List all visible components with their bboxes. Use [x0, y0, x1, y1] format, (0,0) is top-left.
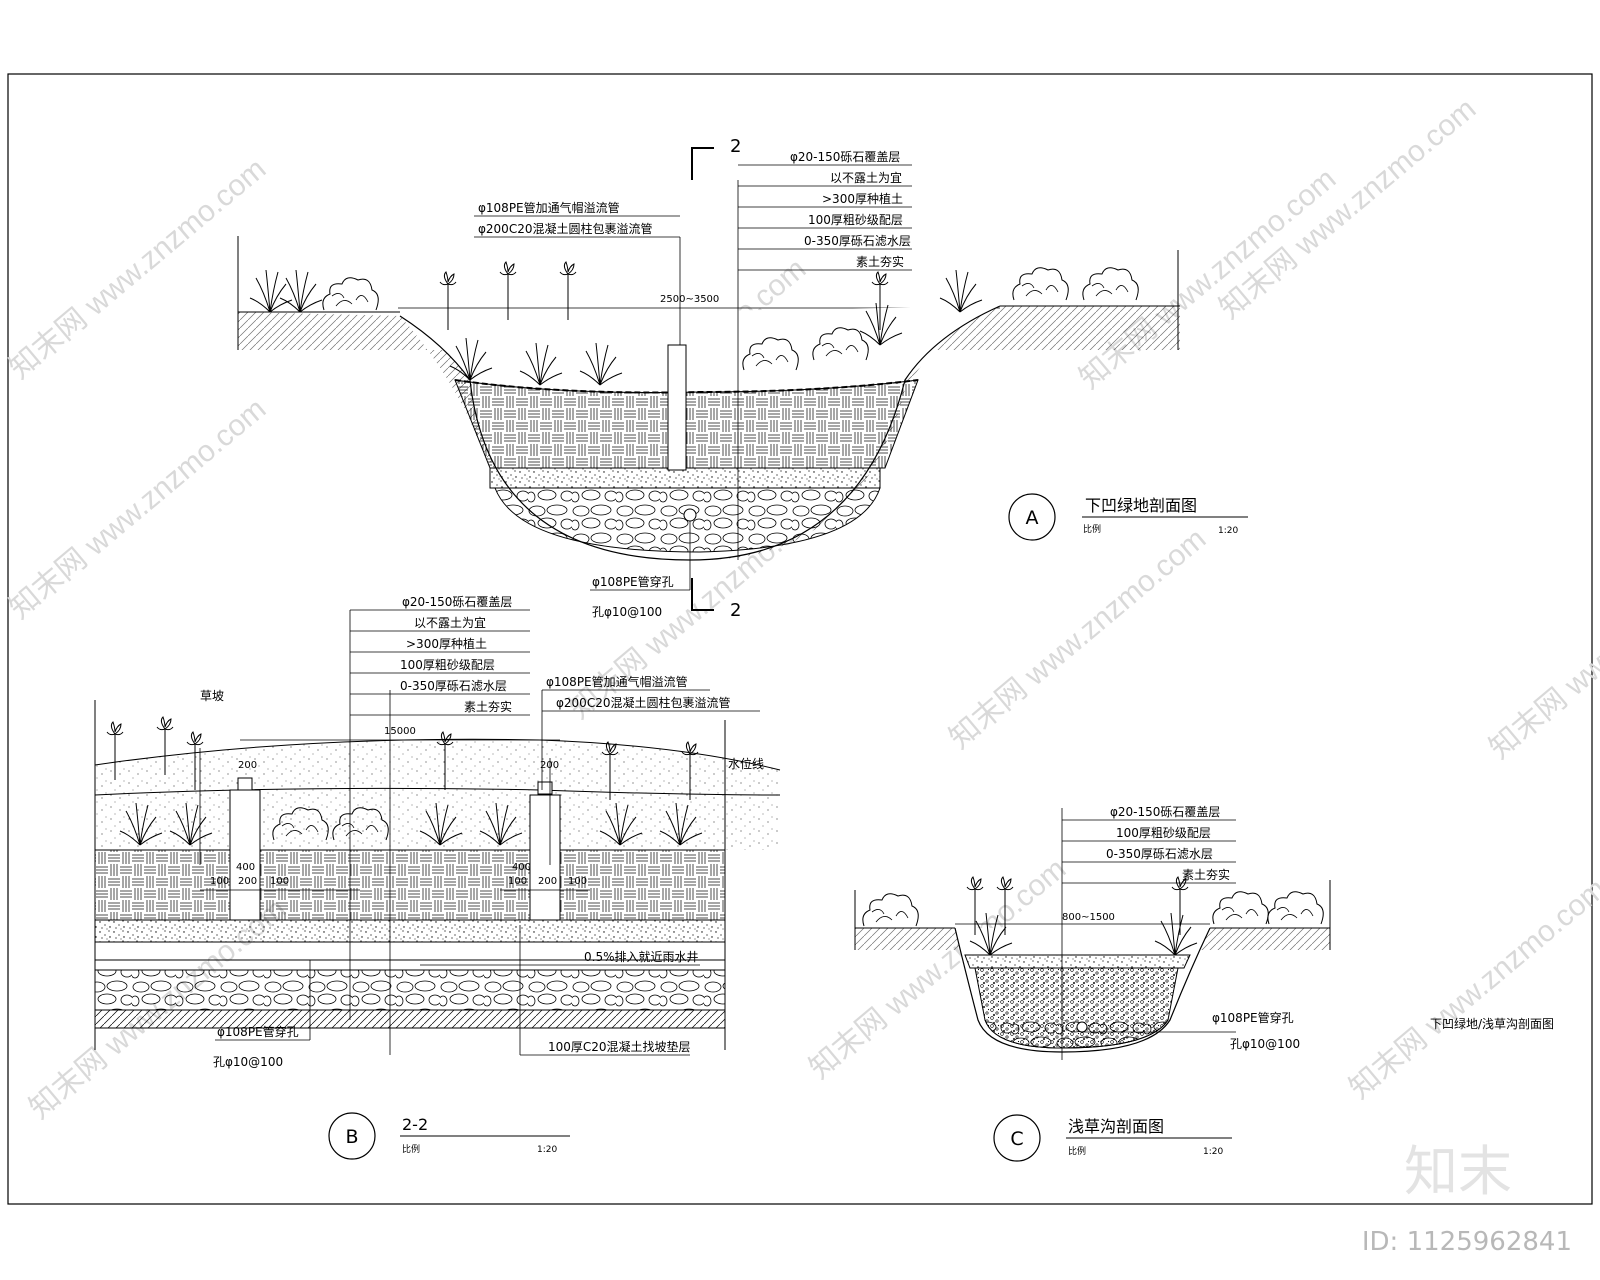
svg-text:知末网 www.znzmo.com: 知末网 www.znzmo.com	[1343, 872, 1600, 1105]
id-label: ID: 1125962841	[1362, 1227, 1572, 1257]
section-c-layer-2: 100厚粗砂级配层	[1116, 826, 1211, 840]
sheet-title: 下凹绿地/浅草沟剖面图	[1430, 1016, 1554, 1031]
section-b-layer-3: >300厚种植土	[406, 636, 487, 651]
section-a-layer-4: 100厚粗砂级配层	[808, 213, 903, 227]
section-c: φ20-150砾石覆盖层 100厚粗砂级配层 0-350厚砾石滤水层 素土夯实 …	[854, 805, 1331, 1162]
section-a-overflow-2: φ200C20混凝土圆柱包裹溢流管	[478, 221, 652, 236]
svg-text:100: 100	[568, 876, 587, 887]
sheet-border	[7, 73, 1593, 1205]
section-c-layer-1: φ20-150砾石覆盖层	[1110, 805, 1220, 819]
section-a-layer-3: >300厚种植土	[822, 191, 903, 206]
svg-text:知末网 www.znzmo.com: 知末网 www.znzmo.com	[3, 392, 272, 625]
section-a-sub: 比例	[1083, 523, 1101, 535]
svg-text:A: A	[1026, 507, 1039, 529]
section-c-sand-layer	[964, 954, 1191, 969]
svg-text:200: 200	[238, 760, 257, 771]
section-a-cut-label-bottom: 2	[730, 600, 741, 621]
section-b-layer-2: 以不露土为宜	[414, 615, 486, 630]
svg-text:知末网 www.znzmo.com: 知末网 www.znzmo.com	[1213, 92, 1482, 325]
svg-text:200: 200	[238, 876, 257, 887]
section-b-base	[94, 1009, 726, 1029]
section-b-layer-5: 0-350厚砾石滤水层	[400, 679, 507, 693]
svg-text:400: 400	[236, 862, 255, 873]
section-b-marker	[328, 1112, 376, 1160]
section-b-soil-layer	[94, 849, 726, 921]
svg-text:100: 100	[270, 876, 289, 887]
section-a-width-dim: 2500~3500	[660, 294, 719, 305]
svg-text:知末网 www.znzmo.com: 知末网 www.znzmo.com	[1483, 532, 1600, 765]
section-a-scale: 1:20	[1218, 526, 1238, 536]
section-b-water-line: 水位线	[728, 756, 764, 771]
section-b-base-label: 100厚C20混凝土找坡垫层	[548, 1039, 691, 1054]
section-c-pipe-2: 孔φ10@100	[1230, 1037, 1300, 1051]
section-c-title: 浅草沟剖面图	[1068, 1117, 1164, 1136]
section-b-pipe-1: φ108PE管穿孔	[217, 1024, 299, 1039]
section-a-layer-6: 素土夯实	[856, 254, 904, 269]
section-a: 2 2 2500~3500 φ20-150砾石覆盖层 以不露土为宜 >300厚种…	[237, 136, 1248, 621]
section-a-overflow-1: φ108PE管加通气帽溢流管	[478, 200, 620, 215]
svg-text:100: 100	[210, 876, 229, 887]
section-a-pipe-1: φ108PE管穿孔	[592, 574, 674, 589]
section-b: 草坡 水位线 15000 200 200 400 400 100 200 100…	[94, 595, 781, 1160]
section-a-layer-1: φ20-150砾石覆盖层	[790, 150, 900, 164]
svg-text:知末网 www.znzmo.com: 知末网 www.znzmo.com	[1073, 162, 1342, 395]
svg-text:C: C	[1010, 1128, 1023, 1150]
section-a-layer-5: 0-350厚砾石滤水层	[804, 234, 911, 248]
section-b-slope-label: 草坡	[200, 689, 224, 703]
section-b-pipe-2: 孔φ10@100	[213, 1055, 283, 1069]
section-b-sand-layer	[94, 919, 726, 943]
section-b-overflow-2: φ200C20混凝土圆柱包裹溢流管	[556, 695, 730, 710]
section-b-scale: 1:20	[537, 1145, 557, 1155]
section-b-sub: 比例	[402, 1143, 420, 1155]
section-b-slope-note: 0.5%排入就近雨水井	[584, 950, 699, 964]
section-c-layer-4: 素土夯实	[1182, 867, 1230, 882]
section-c-layer-3: 0-350厚砾石滤水层	[1106, 847, 1213, 861]
svg-text:知末网 www.znzmo.com: 知末网 www.znzmo.com	[943, 522, 1212, 755]
section-a-sand-layer	[489, 467, 881, 489]
section-b-layer-1: φ20-150砾石覆盖层	[402, 595, 512, 609]
svg-text:400: 400	[512, 862, 531, 873]
svg-text:100: 100	[508, 876, 527, 887]
section-a-title: 下凹绿地剖面图	[1085, 496, 1197, 515]
section-b-layer-4: 100厚粗砂级配层	[400, 658, 495, 672]
section-a-layer-2: 以不露土为宜	[830, 170, 902, 185]
section-c-width-dim: 800~1500	[1062, 912, 1115, 923]
section-c-sub: 比例	[1068, 1145, 1086, 1157]
section-b-length-dim: 15000	[384, 726, 416, 737]
svg-text:知末网 www.znzmo.com: 知末网 www.znzmo.com	[3, 152, 272, 385]
section-b-layer-6: 素土夯实	[464, 699, 512, 714]
svg-text:B: B	[345, 1126, 358, 1148]
section-c-marker	[993, 1114, 1041, 1162]
svg-text:200: 200	[538, 876, 557, 887]
section-a-cut-label-top: 2	[730, 136, 741, 157]
section-a-overflow-pipe	[667, 344, 687, 471]
section-b-title: 2-2	[402, 1115, 428, 1134]
section-b-gravel-layer	[94, 969, 726, 1011]
section-c-pipe-1: φ108PE管穿孔	[1212, 1010, 1294, 1025]
logo: 知末	[1404, 1140, 1512, 1203]
section-a-pipe-2: 孔φ10@100	[592, 605, 662, 619]
svg-text:200: 200	[540, 760, 559, 771]
section-c-scale: 1:20	[1203, 1147, 1223, 1157]
section-b-overflow-1: φ108PE管加通气帽溢流管	[546, 674, 688, 689]
section-a-marker	[1008, 493, 1056, 541]
